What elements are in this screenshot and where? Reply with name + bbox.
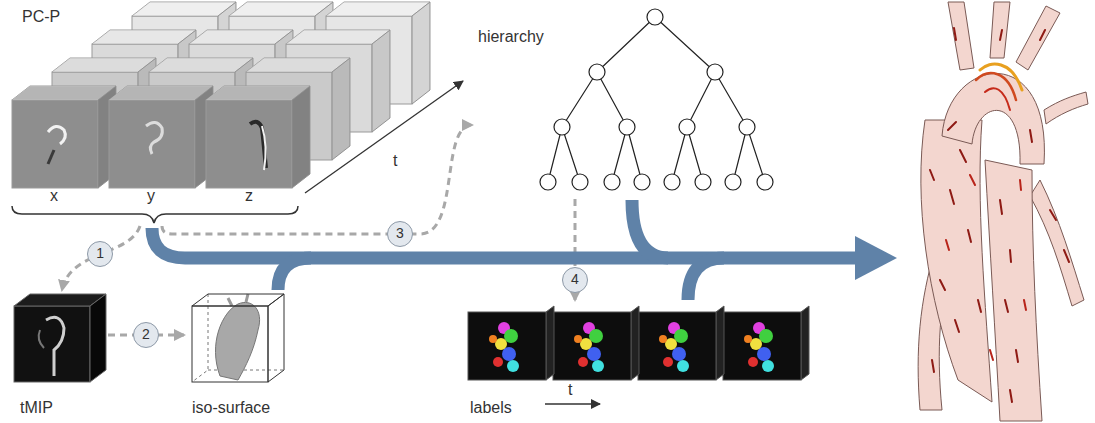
pipeline-arrowhead: [855, 236, 897, 280]
dashed-arrow: [162, 125, 472, 234]
stage-group: PC-P: [8, 2, 453, 226]
dashed-arrow: [62, 226, 140, 290]
stage-label: tMIP: [20, 399, 53, 417]
stage-label: hierarchy: [478, 28, 544, 46]
stage-group: labels: [462, 300, 822, 420]
volume-stack: [12, 2, 430, 188]
axis-label: x: [50, 187, 58, 205]
flow-streaks: [930, 28, 1069, 402]
axis-label: t: [568, 381, 572, 399]
brace: [12, 206, 298, 223]
stage-group: hierarchy: [472, 2, 784, 199]
callout-number: 3: [387, 221, 413, 247]
callout-number: 2: [133, 322, 159, 348]
stage-group: tMIP: [8, 290, 108, 420]
stage-label: PC-P: [22, 8, 60, 26]
pipeline-band: [152, 200, 860, 300]
stage-label: iso-surface: [192, 399, 270, 417]
time-axis: [545, 403, 600, 404]
axis-label: z: [245, 187, 253, 205]
axis-label: t: [393, 152, 397, 170]
axis-label: y: [147, 187, 155, 205]
stage-group: iso-surface: [184, 290, 290, 420]
iso-surface-cube: [192, 294, 284, 382]
hierarchy-tree: [540, 9, 773, 190]
callout-number: 1: [87, 241, 113, 267]
stage-label: labels: [470, 399, 512, 417]
callout-number: 4: [562, 267, 588, 293]
flow-rendering: [918, 2, 1088, 421]
time-axis: [305, 81, 463, 193]
label-volumes: [468, 306, 809, 380]
tmip-cube: [14, 294, 106, 382]
